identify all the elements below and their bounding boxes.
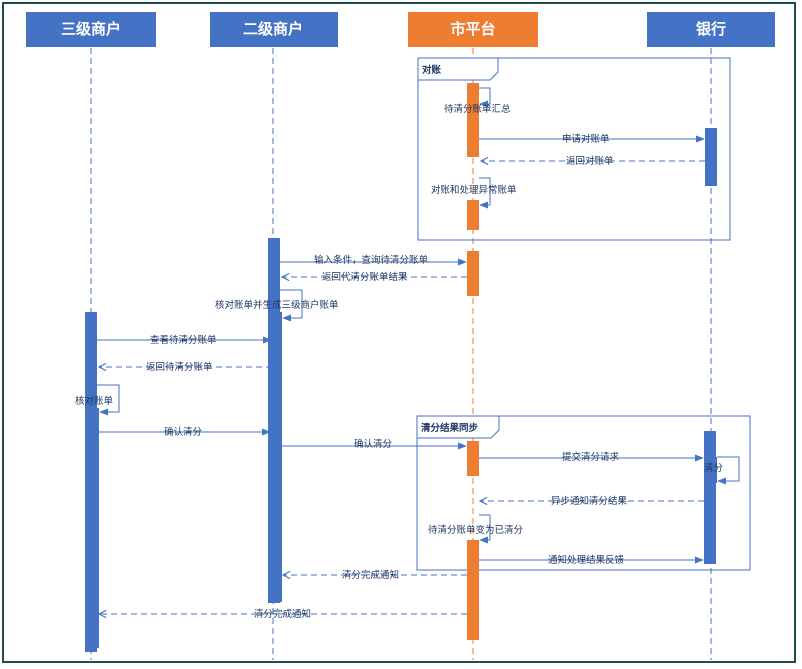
message-m16: 待清分账单变为已清分 [428, 514, 524, 544]
participant-p1: 三级商户 [26, 12, 156, 47]
message-m10-label: 核对账单 [75, 395, 114, 407]
message-m12: 确认清分 [282, 438, 467, 450]
participant-p3-label: 市平台 [450, 20, 495, 38]
fragment-f2-label: 清分结果同步 [421, 422, 479, 434]
message-m3-label: 返回对账单 [566, 155, 614, 167]
participant-p2: 二级商户 [210, 12, 338, 47]
activation-p3-1 [467, 83, 479, 130]
activation-p4-2 [704, 431, 716, 564]
message-m19-label: 清分完成通知 [254, 608, 311, 620]
activation-p2-2 [272, 312, 282, 602]
message-m17: 通知处理结果反馈 [479, 554, 704, 566]
activation-p3-6 [467, 540, 479, 640]
message-m6: 返回代清分账单结果 [282, 271, 467, 283]
message-m6-label: 返回代清分账单结果 [322, 271, 408, 283]
message-m14-label: 清分 [704, 462, 724, 474]
activation-p3-2 [467, 122, 479, 157]
message-m10: 核对账单 [75, 384, 120, 416]
activation-p3-5 [467, 441, 479, 476]
participant-p2-label: 二级商户 [243, 20, 303, 38]
message-m1-label: 待清分账单汇总 [444, 103, 511, 115]
message-m16-label: 待清分账单变为已清分 [428, 524, 524, 536]
activation-p4-1 [705, 128, 717, 186]
message-m4-label: 对账和处理异常账单 [431, 184, 517, 196]
fragment-f2: 清分结果同步 [416, 415, 751, 571]
activation-p1-2 [89, 408, 99, 648]
message-m9-label: 返回待清分账单 [146, 361, 213, 373]
message-m15: 异步通知清分结果 [480, 495, 704, 507]
message-m8: 查看待清分账单 [97, 334, 272, 346]
message-m7: 核对账单并生成三级商户账单 [215, 289, 339, 322]
message-m3: 返回对账单 [481, 155, 705, 167]
message-m8-label: 查看待清分账单 [150, 334, 217, 346]
message-m18-label: 清分完成通知 [342, 569, 399, 581]
message-m5-label: 输入条件，查询待清分账单 [314, 254, 429, 266]
message-m17-label: 通知处理结果反馈 [548, 554, 625, 566]
message-m12-label: 确认清分 [354, 438, 393, 450]
message-m11-label: 确认清分 [164, 426, 203, 438]
message-m9: 返回待清分账单 [99, 361, 272, 373]
message-m13-label: 提交清分请求 [562, 451, 620, 463]
activation-p3-3 [467, 200, 479, 230]
message-m19: 清分完成通知 [99, 608, 467, 620]
fragment-f1: 对账 [417, 57, 731, 241]
message-m14: 清分 [704, 456, 740, 485]
participant-p4: 银行 [647, 12, 775, 47]
message-m15-label: 异步通知清分结果 [551, 495, 628, 507]
message-m18: 清分完成通知 [283, 569, 467, 581]
message-m2-label: 申请对账单 [562, 133, 610, 145]
participant-p4-label: 银行 [696, 20, 726, 38]
message-m2: 申请对账单 [479, 133, 705, 145]
message-m1: 待清分账单汇总 [444, 87, 511, 115]
message-m13: 提交清分请求 [479, 451, 704, 463]
message-m5: 输入条件，查询待清分账单 [280, 254, 467, 266]
message-m7-label: 核对账单并生成三级商户账单 [215, 299, 339, 311]
activation-p3-4 [467, 251, 479, 296]
diagram-frame [2, 2, 796, 663]
participant-p3: 市平台 [408, 12, 538, 47]
activation-p4-3 [709, 457, 717, 483]
participant-p1-label: 三级商户 [61, 20, 121, 38]
message-m11: 确认清分 [99, 426, 271, 438]
fragment-f1-label: 对账 [422, 64, 442, 76]
message-m4: 对账和处理异常账单 [431, 177, 517, 209]
